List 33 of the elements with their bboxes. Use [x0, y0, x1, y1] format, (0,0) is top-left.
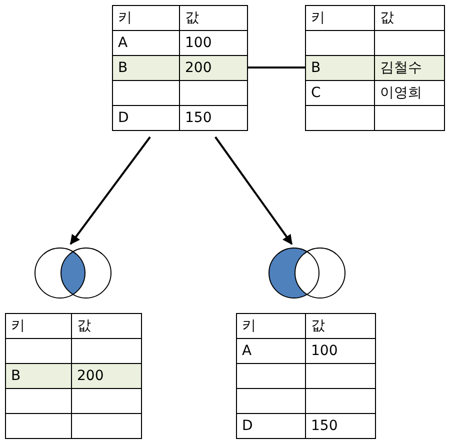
data-table	[5, 313, 142, 439]
table-row	[5, 389, 142, 414]
table-row	[236, 389, 376, 414]
table-row	[236, 339, 376, 364]
table-row	[112, 106, 248, 131]
venn-diagram	[33, 246, 113, 300]
table-row	[236, 314, 376, 339]
venn-diagram	[267, 246, 347, 300]
table-cell: 150	[306, 414, 376, 439]
table-cell: D	[112, 106, 180, 131]
table-row	[236, 414, 376, 439]
connector-line	[248, 66, 305, 68]
table-row	[305, 31, 445, 56]
arrow	[70, 136, 151, 245]
table-row	[5, 314, 142, 339]
data-table	[112, 5, 248, 131]
table-row	[112, 56, 248, 81]
table-row	[112, 31, 248, 56]
data-table	[236, 313, 376, 439]
table-cell: 150	[180, 106, 248, 131]
table-row	[305, 106, 445, 131]
table-row	[5, 414, 142, 439]
table-row	[305, 81, 445, 106]
table-row	[305, 56, 445, 81]
arrow	[214, 136, 293, 245]
table-row	[112, 6, 248, 31]
table-row	[305, 6, 445, 31]
table-cell: D	[236, 414, 306, 439]
table-row	[236, 364, 376, 389]
data-table	[305, 5, 445, 131]
table-row	[5, 364, 142, 389]
table-row	[112, 81, 248, 106]
table-row	[5, 339, 142, 364]
